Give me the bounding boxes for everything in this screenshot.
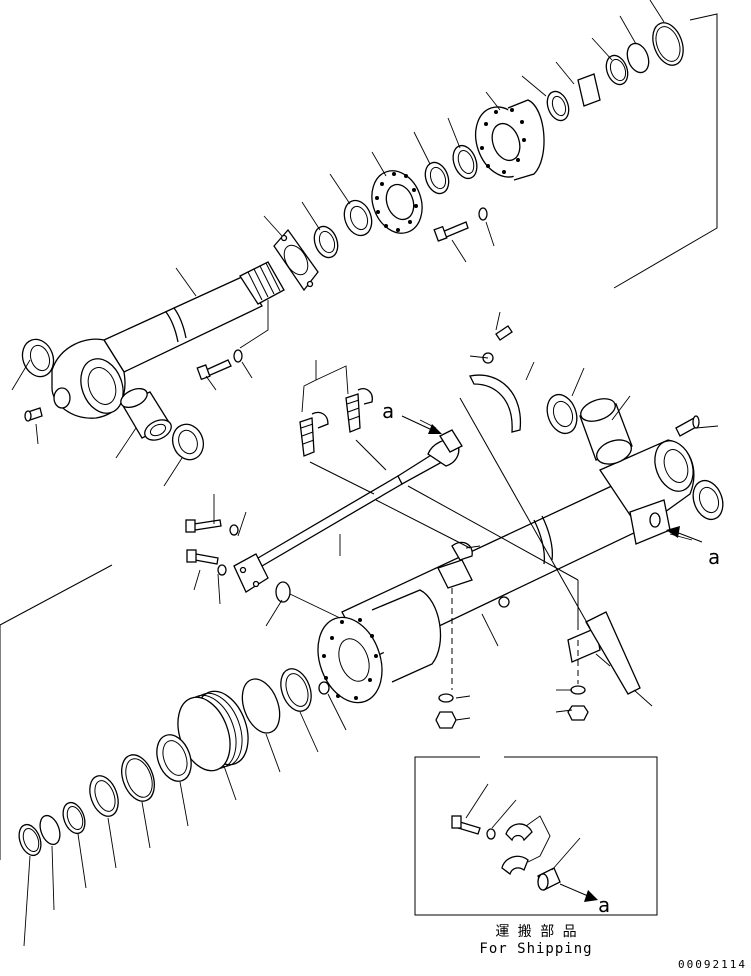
bushing-rings: [424, 144, 478, 195]
cylinder-head: [474, 99, 545, 181]
cylinder-tube: [317, 439, 695, 704]
shipping-box-title-en: For Shipping: [479, 941, 592, 957]
flange-ring: [371, 170, 423, 234]
shipping-box-title-jp: 運 搬 部 品: [495, 924, 576, 940]
hose-flange: [233, 553, 269, 593]
piston-group: [18, 668, 312, 857]
flange-bolts: [185, 519, 239, 576]
rod-bolt: [196, 349, 243, 381]
tube-grease-fitting: [675, 415, 700, 437]
hydraulic-hose: [257, 429, 463, 567]
reference-label-tube: a: [708, 545, 720, 569]
bottom-dust-seal-2: [692, 479, 724, 521]
o-ring: [275, 581, 291, 603]
hose-fittings: [299, 388, 373, 457]
dust-seal-rod-end-2: [171, 423, 205, 461]
shipping-parts-box: [414, 756, 658, 916]
explode-frame: [0, 13, 718, 860]
routing-lines: [309, 397, 591, 690]
head-bolt: [433, 207, 488, 242]
reference-label-shipping: a: [598, 893, 610, 917]
dust-seal-rod-end: [21, 338, 55, 378]
cylinder-rod: [51, 261, 285, 419]
grease-fitting-rod: [24, 407, 43, 422]
nuts-washers: [318, 681, 589, 729]
bushing-rod-end: [120, 387, 172, 441]
bottom-dust-seal-1: [546, 393, 578, 435]
drawing-number: 00092114: [678, 958, 747, 971]
clamp-bracket-lower: [567, 611, 641, 695]
leader-lines: [11, 0, 719, 947]
gasket-plate: [273, 228, 319, 292]
reference-arrow-hose: [401, 415, 442, 434]
clamp-bracket-tube: [437, 541, 510, 608]
hose-clamp-upper: [469, 325, 522, 433]
reference-label-hose: a: [382, 399, 394, 423]
head-seal-set: [546, 22, 684, 122]
rod-seal-set: [313, 199, 373, 259]
bottom-bushing: [579, 398, 633, 465]
reference-arrow-tube: [666, 526, 703, 543]
